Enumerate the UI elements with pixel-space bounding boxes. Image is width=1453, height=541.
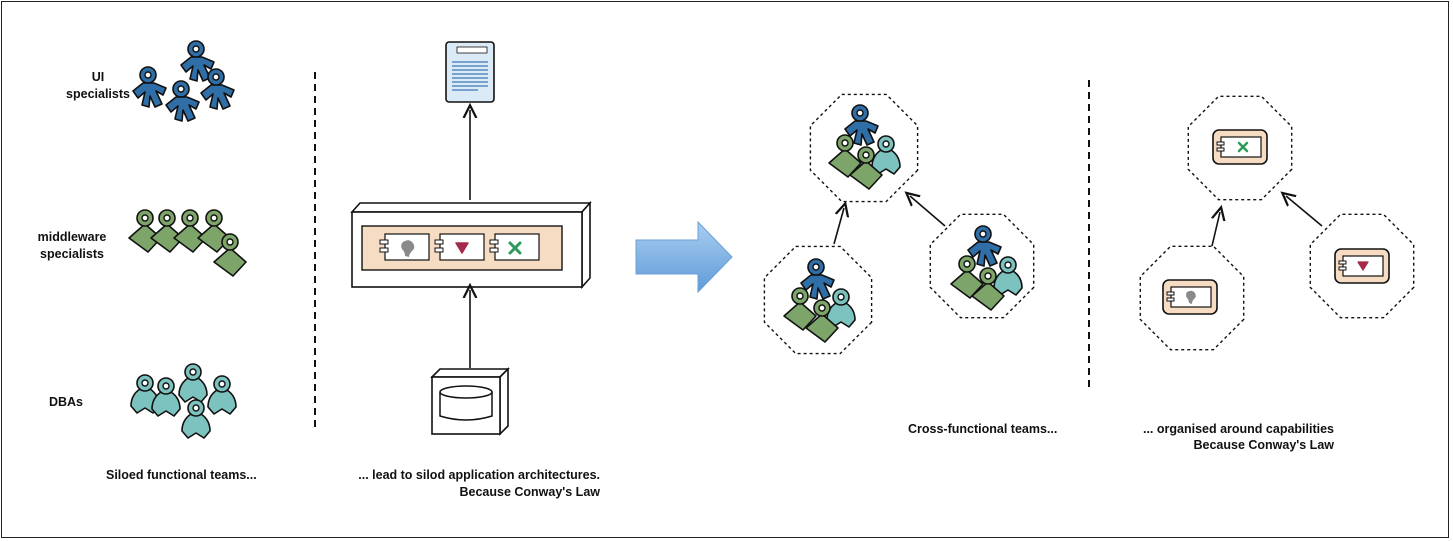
service-right-middleware [1334,248,1390,284]
dba-specialists-group [130,363,237,439]
conways-law-caption-middle: Because Conway's Law [459,485,600,499]
cross-functional-teams [763,93,1035,355]
middleware-specialists-label: middleware specialists [37,230,107,261]
monolith-component-db [489,233,540,261]
monolith-component-middleware [434,233,485,261]
silod-architecture-caption: ... lead to silod application architectu… [358,468,600,482]
monolith-component-ui [379,233,430,261]
service-top-db [1212,129,1268,165]
service-arrow-right [1286,196,1323,227]
document-icon [445,41,495,103]
transition-arrow [635,220,733,294]
cross-functional-caption: Cross-functional teams... [908,422,1058,436]
team-arrow-left [833,208,844,245]
ui-specialists-group [132,40,235,122]
dba-label: DBAs [48,395,84,409]
ui-specialists-label: UI specialists [66,70,130,101]
service-arrow-left [1212,212,1220,247]
capabilities-caption: ... organised around capabilities [1142,422,1334,436]
service-left-ui [1162,279,1218,315]
team-boundary-left [763,245,873,355]
middleware-specialists-group [128,209,247,277]
conways-law-caption-right: Because Conway's Law [1193,438,1334,452]
team-arrow-right [910,196,946,227]
database-server-icon [430,367,510,436]
siloed-teams-caption: Siloed functional teams... [106,468,257,482]
